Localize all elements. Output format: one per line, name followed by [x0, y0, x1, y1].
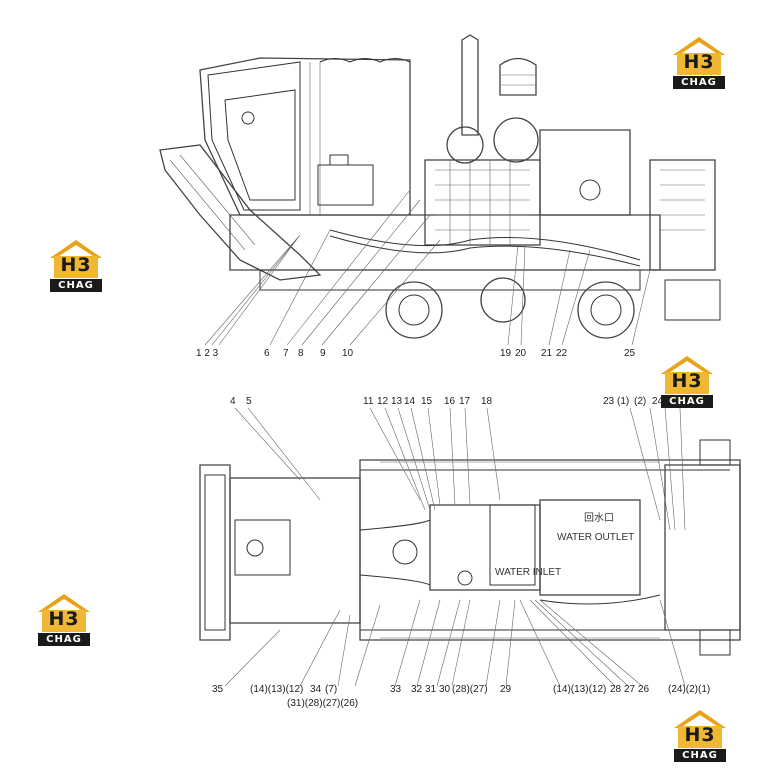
callout-p24-p2-p1: (24)(2)(1): [668, 684, 710, 695]
logo-subtext: CHAG: [674, 749, 726, 762]
callout-18: 18: [481, 396, 493, 407]
logo-top-right: H3 CHAG: [667, 33, 731, 93]
callout-26: 26: [638, 684, 650, 695]
callout-25: 25: [624, 348, 636, 359]
callout-p7: (7): [325, 684, 337, 695]
callout-13: 13: [391, 396, 403, 407]
side-view-callouts: 1 2 3 6 7 8 9 10 19 20 21 22 25: [196, 348, 636, 359]
logo-text: H3: [48, 608, 80, 630]
callout-35: 35: [212, 684, 224, 695]
water-inlet-label: WATER INLET: [495, 567, 561, 578]
callout-30: 30: [439, 684, 451, 695]
callout-8: 8: [298, 348, 304, 359]
callout-p2: (2): [634, 396, 646, 407]
logo-text: H3: [671, 370, 703, 392]
callout-28: 28: [610, 684, 622, 695]
callout-11: 11: [363, 396, 374, 407]
water-outlet-label: WATER OUTLET: [557, 532, 634, 543]
logo-subtext: CHAG: [38, 633, 90, 646]
callout-16: 16: [444, 396, 456, 407]
callout-10: 10: [342, 348, 354, 359]
callout-34: 34: [310, 684, 322, 695]
callout-29: 29: [500, 684, 512, 695]
house-logo-icon: [674, 710, 726, 748]
plan-view: 回水口 WATER OUTLET WATER INLET: [199, 407, 741, 687]
callout-15: 15: [421, 396, 433, 407]
callout-5: 5: [246, 396, 252, 407]
callout-24: 24: [652, 396, 664, 407]
house-logo-icon: [673, 37, 725, 75]
water-outlet-cn-label: 回水口: [584, 512, 614, 524]
callout-p14-p13-p12: (14)(13)(12): [250, 684, 303, 695]
callout-17: 17: [459, 396, 471, 407]
logo-left-bottom: H3 CHAG: [32, 590, 96, 650]
logo-text: H3: [683, 51, 715, 73]
logo-subtext: CHAG: [50, 279, 102, 292]
logo-text: H3: [684, 724, 716, 746]
logo-left-top: H3 CHAG: [44, 236, 108, 296]
plan-view-top-callouts: 4 5 11 12 13 14 15 16 17 18 23 (1) (2) 2…: [230, 396, 664, 407]
callout-27: 27: [624, 684, 636, 695]
callout-22: 22: [556, 348, 568, 359]
wheel: [385, 281, 443, 339]
callout-14: 14: [404, 396, 416, 407]
house-logo-icon: [661, 356, 713, 394]
callout-9: 9: [320, 348, 326, 359]
callout-33: 33: [390, 684, 402, 695]
callout-p31-p28-p27-p26: (31)(28)(27)(26): [287, 698, 358, 709]
logo-text: H3: [60, 254, 92, 276]
wheel: [480, 277, 526, 323]
callout-32: 32: [411, 684, 423, 695]
logo-subtext: CHAG: [673, 76, 725, 89]
house-logo-icon: [38, 594, 90, 632]
house-logo-icon: [50, 240, 102, 278]
callout-12: 12: [377, 396, 389, 407]
callout-6: 6: [264, 348, 270, 359]
callout-1-2-3: 1 2 3: [196, 348, 219, 359]
side-view: [159, 34, 721, 346]
logo-right-middle: H3 CHAG: [655, 352, 719, 412]
plan-view-bottom-callouts: 35 (14)(13)(12) 34 (7) (31)(28)(27)(26) …: [212, 684, 710, 709]
callout-19: 19: [500, 348, 512, 359]
callout-4: 4: [230, 396, 236, 407]
callout-31: 31: [425, 684, 437, 695]
callout-23: 23: [603, 396, 615, 407]
callout-7: 7: [283, 348, 289, 359]
wheel: [577, 281, 635, 339]
callout-20: 20: [515, 348, 527, 359]
callout-p28-p27: (28)(27): [452, 684, 488, 695]
callout-p14-p13-p12-b: (14)(13)(12): [553, 684, 606, 695]
logo-bottom-right: H3 CHAG: [668, 706, 732, 766]
callout-21: 21: [541, 348, 553, 359]
logo-subtext: CHAG: [661, 395, 713, 408]
callout-p1: (1): [617, 396, 629, 407]
